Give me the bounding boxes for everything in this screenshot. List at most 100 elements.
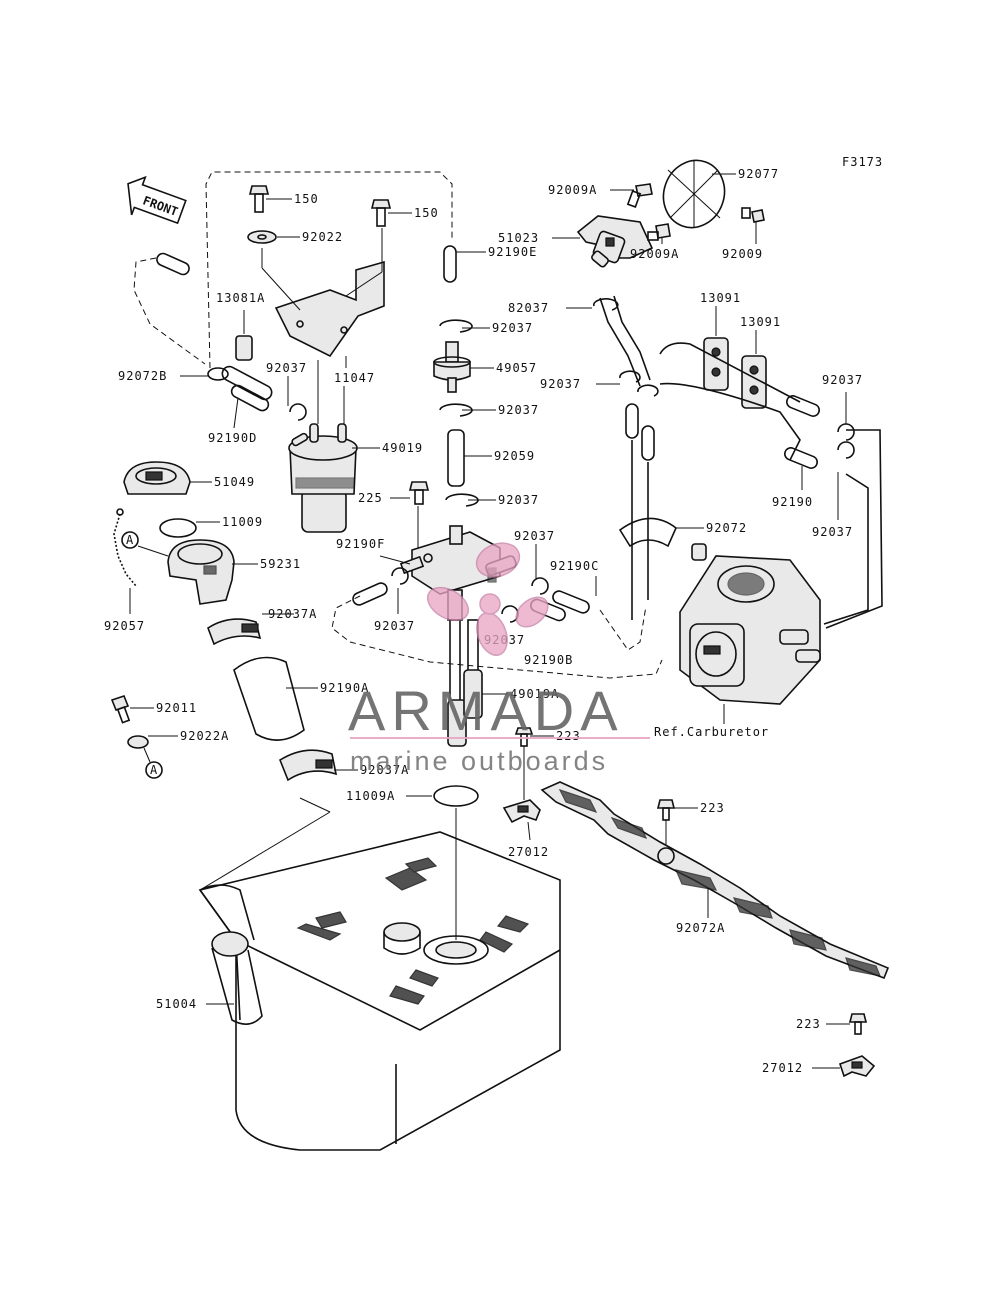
label-49019A: 49019A [510,687,559,701]
hose-feed-line [823,473,869,625]
label-92190E: 92190E [488,245,537,259]
clip-92037-g [501,605,519,623]
screw-223-bottom [848,1013,868,1035]
screw-92009A-upper [626,183,653,208]
hose-92190F [352,582,388,606]
label-92057: 92057 [104,619,145,633]
front-arrow-icon: FRONT [127,175,187,225]
label-92037-c: 92037 [498,403,539,417]
label-92022A: 92022A [180,729,229,743]
label-13081A: 13081A [216,291,265,305]
fuel-tank-51004 [198,831,561,1151]
label-27012-center: 27012 [508,845,549,859]
clip-92037-left [289,403,307,421]
valve-49057 [433,341,471,393]
screw-92011 [110,695,131,724]
label-92190B: 92190B [524,653,573,667]
label-11009: 11009 [222,515,263,529]
label-51004: 51004 [156,997,197,1011]
label-92190A: 92190A [320,681,369,695]
washer-92022 [247,230,277,244]
hose-run-a [659,342,801,403]
label-92190: 92190 [772,495,813,509]
label-92037-f: 92037 [514,529,555,543]
hose-return-line [825,429,883,629]
label-92037-j: 92037 [812,525,853,539]
right-hose-outline [599,605,647,651]
clamp-92037A-lower [279,749,338,782]
clip-82037 [593,298,619,311]
label-11047: 11047 [334,371,375,385]
label-92037-b: 92037 [492,321,533,335]
filler-neck-59231 [167,539,235,605]
label-150-left: 150 [294,192,319,206]
label-92022: 92022 [302,230,343,244]
clip-92037-f [531,577,549,595]
label-13091-a: 13091 [700,291,741,305]
label-92072B: 92072B [118,369,167,383]
ref-circle-a-upper [121,531,139,549]
label-49019: 49019 [382,441,423,455]
upper-assembly-outline [205,171,453,369]
hose-pump-a [625,403,639,439]
o-ring-11009A [433,785,479,807]
washer-92022A [127,735,149,749]
clamp-92037A-upper [207,618,262,646]
label-11009A: 11009A [346,789,395,803]
clip-92037-d [445,493,479,507]
label-92009: 92009 [722,247,763,261]
watermark-logo: ARMADA marine outboards [348,542,650,776]
tether-92057 [113,513,137,587]
ref-circle-a-lower [145,761,163,779]
figure-code: F3173 [842,155,883,169]
label-49057: 49057 [496,361,537,375]
fuel-filter-49019 [288,423,358,533]
clip-27012-center [502,799,541,824]
label-225: 225 [358,491,383,505]
ref-a-lower: A [150,763,158,777]
hose-92190E [443,245,457,283]
valve-outline [331,595,663,679]
propeller-icon [426,542,549,656]
watermark-tagline: marine outboards [350,746,608,776]
label-223-center: 223 [556,729,581,743]
hose-92059 [447,429,465,487]
hose-run-b [659,382,801,461]
clip-92037-b [439,319,473,333]
label-92190D: 92190D [208,431,257,445]
label-223-bottom: 223 [796,1017,821,1031]
ref-a-upper: A [126,533,134,547]
screw-92009A-lower [647,223,671,241]
label-92037-left: 92037 [266,361,307,375]
hose-pump-b [641,425,655,461]
hose-92190A [233,656,305,741]
label-92059: 92059 [494,449,535,463]
label-92009A-lower: 92009A [630,247,679,261]
label-223-strap: 223 [700,801,725,815]
screw-225 [408,481,430,505]
o-ring-11009 [159,518,197,538]
watermark-brand: ARMADA [348,679,624,742]
label-150-right: 150 [414,206,439,220]
label-51049: 51049 [214,475,255,489]
carburetor [679,543,821,705]
label-92072: 92072 [706,521,747,535]
label-27012-bottom: 27012 [762,1061,803,1075]
label-92037-d: 92037 [498,493,539,507]
bracket-11047 [274,260,385,358]
label-92077: 92077 [738,167,779,181]
label-92011: 92011 [156,701,197,715]
screw-92009 [741,207,765,223]
label-92190C: 92190C [550,559,599,573]
label-92072A: 92072A [676,921,725,935]
strap-92072A [540,781,890,980]
left-hose-outline [133,257,206,365]
clamp-92072B [207,367,229,381]
pickup-tube-49019A [447,619,483,747]
label-92009A-upper: 92009A [548,183,597,197]
clip-27012-bottom [838,1055,876,1078]
fuel-cap-51049 [123,461,191,495]
label-13091-b: 13091 [740,315,781,329]
diaphragm-92077 [662,159,726,229]
